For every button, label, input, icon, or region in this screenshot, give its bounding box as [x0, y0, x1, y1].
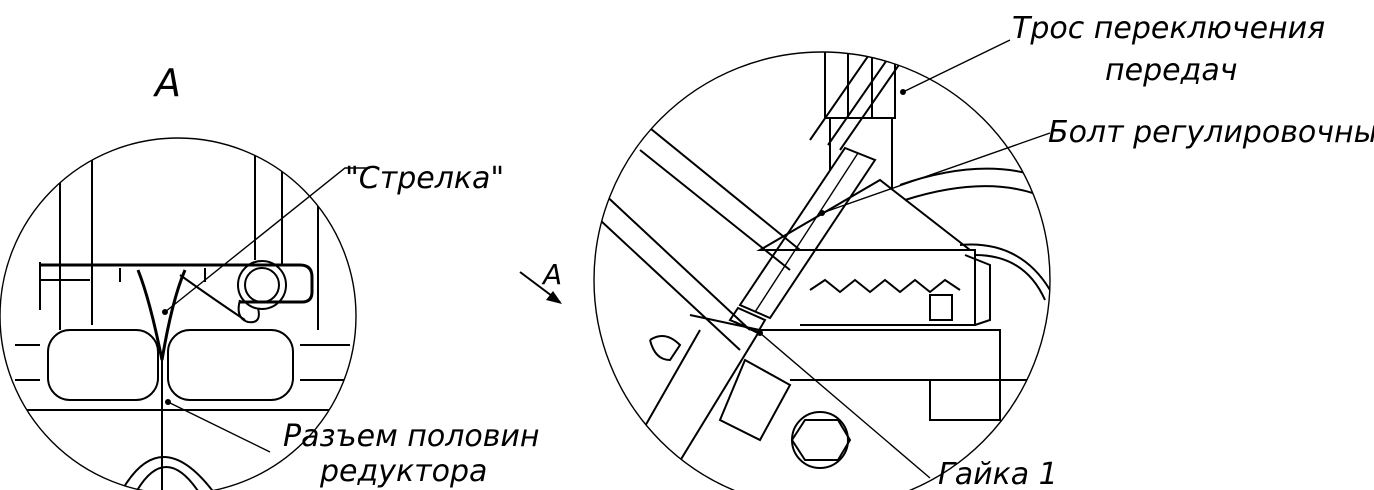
- leader-bolt: [821, 132, 1051, 214]
- direction-letter-a: А: [541, 258, 562, 291]
- callout-arrow: "Стрелка": [345, 161, 504, 196]
- view-direction-arrow: А: [519, 258, 562, 304]
- right-detail-circle: [593, 51, 1051, 490]
- left-detail-circle: [0, 137, 357, 490]
- leader-nut: [759, 332, 931, 479]
- left-detail-view: А: [0, 61, 540, 490]
- leader-cable: [902, 39, 1011, 93]
- view-letter-a: А: [152, 61, 181, 105]
- leader-arrow: [164, 167, 370, 313]
- callout-nut: Гайка 1: [938, 457, 1058, 490]
- leader-split-line: [167, 401, 271, 453]
- callout-split-line-2: редуктора: [319, 454, 487, 489]
- callout-bolt: Болт регулировочный: [1048, 115, 1374, 150]
- left-view-geometry: [0, 140, 356, 490]
- callout-cable-2: передач: [1105, 53, 1237, 88]
- callout-cable-1: Трос переключения: [1012, 11, 1325, 46]
- right-detail-view: Трос переключения передач Болт регулиров…: [593, 11, 1374, 490]
- callout-split-line-1: Разъем половин: [283, 419, 540, 454]
- right-view-geometry: [599, 52, 1050, 490]
